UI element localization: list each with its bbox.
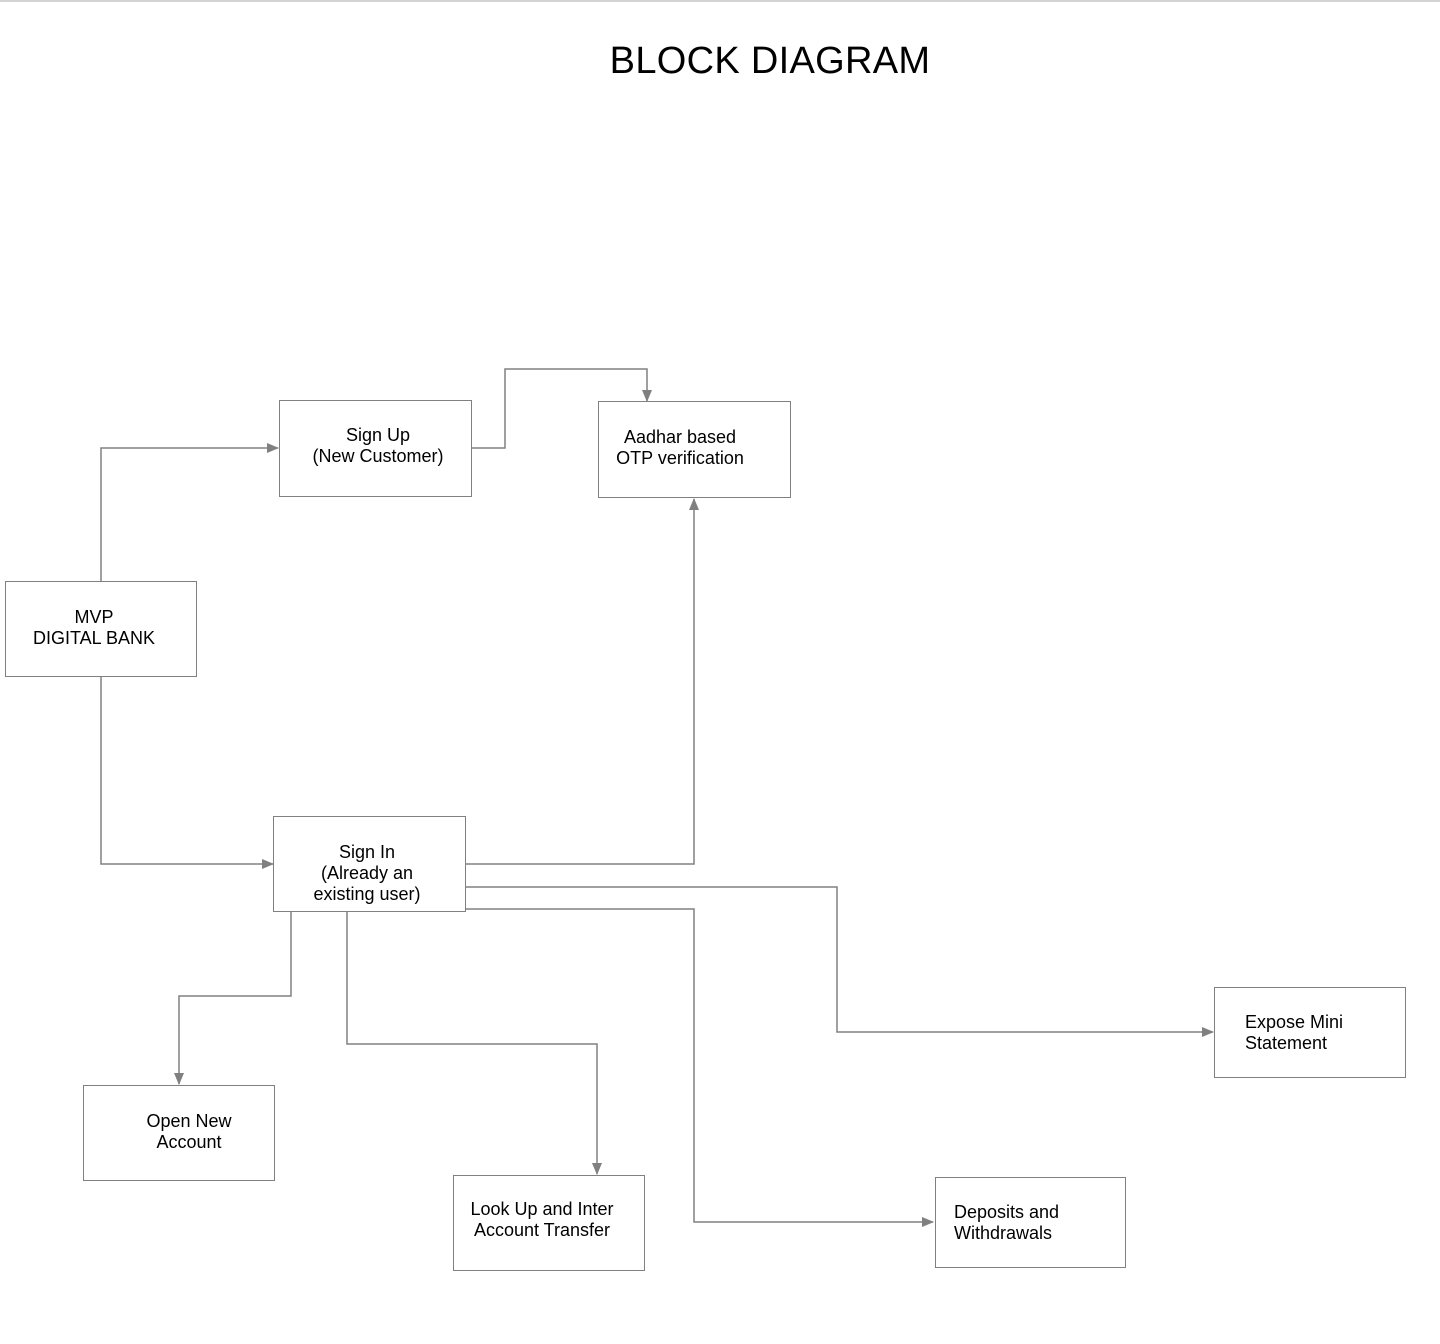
block-label: Look Up and Inter Account Transfer [470, 1199, 614, 1240]
connector-mvp-to-signup [100, 443, 279, 581]
block-aadhar-verification: Aadhar based OTP verification [598, 401, 791, 498]
connector-signin-to-mini-statement [461, 886, 1214, 1037]
diagram-title: BLOCK DIAGRAM [609, 40, 931, 82]
block-label: Aadhar based OTP verification [616, 427, 744, 468]
connector-signin-to-lookup [346, 911, 602, 1175]
block-mini-statement: Expose Mini Statement [1214, 987, 1406, 1078]
connector-signin-to-open-account [174, 907, 292, 1085]
block-mvp-digital-bank: MVP DIGITAL BANK [5, 581, 197, 677]
block-sign-up: Sign Up (New Customer) [279, 400, 472, 497]
block-label: Expose Mini Statement [1245, 1012, 1344, 1053]
connector-signin-to-aadhar [466, 498, 699, 865]
block-open-new-account: Open New Account [83, 1085, 275, 1181]
block-label: MVP DIGITAL BANK [32, 607, 156, 648]
block-lookup-transfer: Look Up and Inter Account Transfer [453, 1175, 645, 1271]
connector-signin-to-deposits [466, 908, 934, 1227]
connector-signup-to-aadhar [471, 368, 652, 449]
top-divider [0, 0, 1440, 2]
connector-mvp-to-signin [100, 677, 274, 869]
block-label: Sign In (Already an existing user) [313, 842, 421, 904]
block-label: Deposits and Withdrawals [954, 1202, 1060, 1243]
block-label: Open New Account [146, 1111, 232, 1152]
block-sign-in: Sign In (Already an existing user) [273, 816, 466, 912]
block-deposits-withdrawals: Deposits and Withdrawals [935, 1177, 1126, 1268]
block-label: Sign Up (New Customer) [312, 425, 444, 466]
